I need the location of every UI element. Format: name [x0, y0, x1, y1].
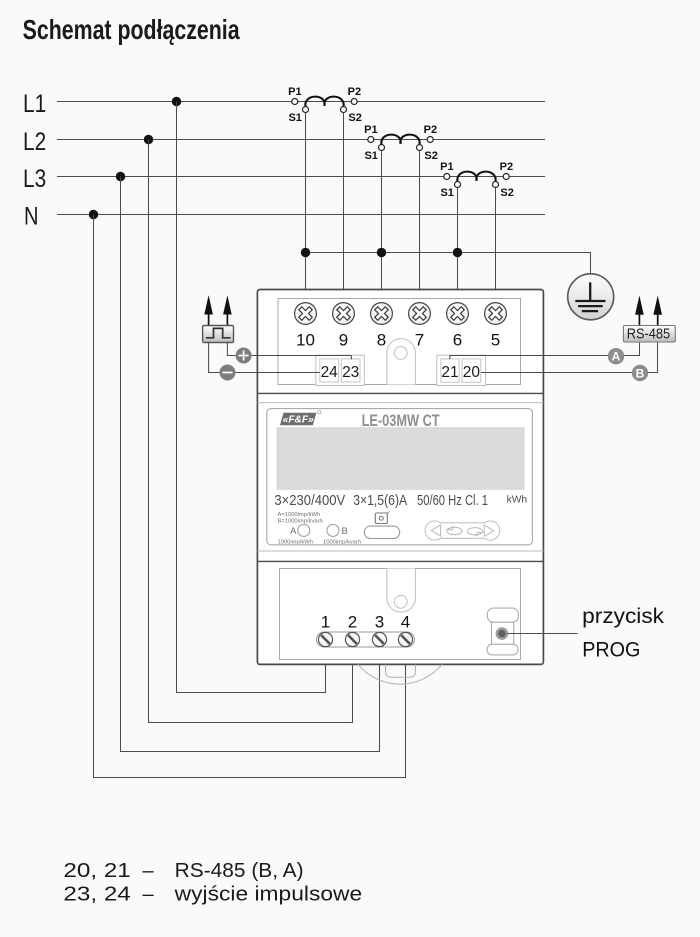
svg-text:A=1000imp/kWh: A=1000imp/kWh: [278, 512, 321, 518]
svg-text:B: B: [342, 526, 348, 537]
svg-text:RS-485 (B, A): RS-485 (B, A): [175, 860, 304, 882]
svg-text:23, 24: 23, 24: [63, 883, 130, 905]
svg-text:wyjście impulsowe: wyjście impulsowe: [174, 883, 363, 905]
svg-text:L1: L1: [23, 90, 46, 118]
svg-text:PROG: PROG: [582, 639, 640, 662]
svg-text:2: 2: [348, 613, 357, 632]
svg-text:L3: L3: [23, 165, 46, 193]
svg-text:9: 9: [339, 331, 348, 350]
svg-text:L2: L2: [23, 128, 46, 156]
svg-text:1000imp/kvarh: 1000imp/kvarh: [323, 540, 361, 546]
svg-text:1000imp/kWh: 1000imp/kWh: [278, 540, 313, 546]
svg-text:B=1000imp/kvarh: B=1000imp/kvarh: [278, 519, 323, 525]
svg-text:23: 23: [342, 364, 359, 381]
svg-text:A: A: [290, 526, 297, 537]
svg-text:20, 21: 20, 21: [63, 860, 130, 882]
svg-text:3: 3: [375, 613, 384, 632]
svg-text:–: –: [143, 883, 155, 905]
svg-text:24: 24: [321, 364, 339, 381]
svg-text:5: 5: [491, 331, 500, 350]
svg-text:B: B: [636, 366, 645, 380]
svg-text:7: 7: [415, 331, 424, 350]
svg-text:20: 20: [463, 364, 481, 381]
svg-text:1: 1: [321, 613, 330, 632]
svg-text:Schemat podłączenia: Schemat podłączenia: [23, 14, 240, 45]
svg-text:przycisk: przycisk: [582, 605, 664, 628]
svg-text:RS-485: RS-485: [627, 326, 671, 342]
svg-text:N: N: [24, 203, 39, 231]
svg-text:LE-03MW CT: LE-03MW CT: [362, 411, 440, 430]
svg-text:«F&F»: «F&F»: [283, 414, 314, 426]
svg-text:21: 21: [441, 364, 458, 381]
svg-text:6: 6: [453, 331, 462, 350]
svg-text:4: 4: [401, 613, 410, 632]
svg-text:A: A: [612, 350, 621, 364]
svg-text:8: 8: [377, 331, 386, 350]
svg-text:10: 10: [296, 331, 315, 350]
svg-text:–: –: [143, 860, 155, 882]
